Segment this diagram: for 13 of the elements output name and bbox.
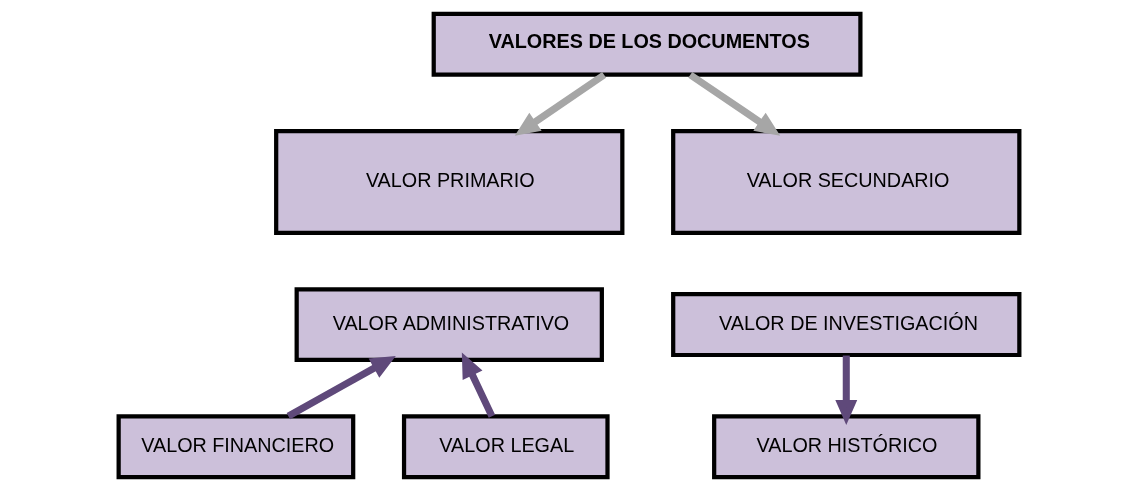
node-box: VALORES DE LOS DOCUMENTOS: [431, 11, 863, 77]
arrow: [461, 352, 496, 418]
node-box: VALOR HISTÓRICO: [712, 414, 981, 480]
node-box: VALOR ADMINISTRATIVO: [294, 287, 604, 363]
arrow: [286, 355, 396, 420]
node-box: VALOR LEGAL: [401, 414, 610, 480]
node-box: VALOR PRIMARIO: [274, 128, 625, 235]
arrow: [688, 71, 781, 136]
node-box: VALOR SECUNDARIO: [671, 128, 1022, 235]
arrow: [835, 355, 858, 426]
node-box: VALOR DE INVESTIGACIÓN: [671, 292, 1022, 358]
arrow: [514, 71, 607, 136]
node-box: VALOR FINANCIERO: [116, 414, 356, 480]
